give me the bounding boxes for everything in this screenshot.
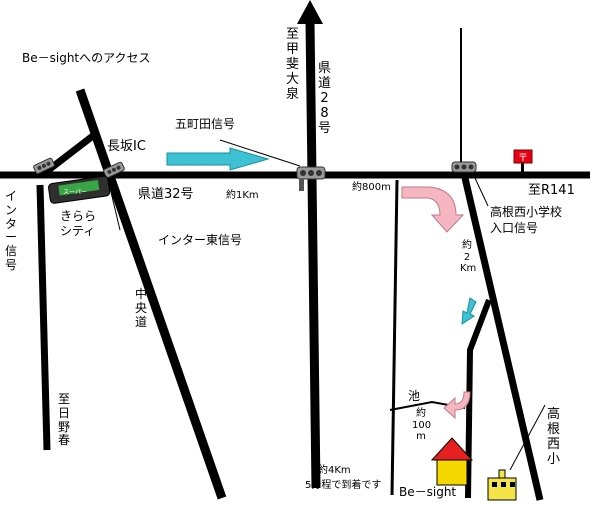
vertical-char: 西	[546, 436, 560, 452]
vertical-char: 央	[134, 300, 147, 315]
vertical-char: 2	[463, 251, 471, 263]
label-chuo-do: 中央道	[134, 287, 148, 329]
vertical-char: 野	[57, 419, 70, 434]
vertical-char: 2	[320, 90, 329, 106]
vertical-char: 8	[320, 105, 329, 121]
road-to-hinoharu	[36, 184, 51, 451]
label-approx-4km-2: 5分程で到着です	[305, 480, 382, 491]
traffic-light-icon	[103, 161, 125, 178]
vertical-char: 至	[57, 392, 70, 406]
vertical-char: 信	[4, 244, 17, 259]
supermarket-sign-icon	[48, 175, 111, 204]
label-to-r141: 至R141	[528, 183, 575, 198]
vertical-char: 中	[134, 287, 147, 301]
label-inter-east-signal: インター東信号	[158, 233, 243, 247]
vertical-char: ン	[4, 202, 17, 217]
roads	[0, 21, 590, 501]
vertical-char: 小	[546, 451, 560, 467]
vertical-char: ー	[4, 230, 17, 245]
label-takane-nishi-sho: 高根西小	[546, 407, 561, 468]
vertical-char: 根	[546, 421, 560, 437]
vertical-char: 号	[317, 120, 331, 136]
label-approx-800m: 約800m	[352, 182, 391, 193]
north-arrowhead	[297, 0, 323, 24]
label-kirara-2: シティ	[60, 224, 96, 238]
vertical-char: 至	[285, 27, 299, 42]
label-gochoda-signal: 五町田信号	[175, 117, 236, 131]
vertical-char: 号	[4, 257, 17, 272]
vertical-char: 100	[412, 419, 432, 431]
post-office-icon	[513, 149, 533, 172]
south-thin-road	[390, 179, 399, 496]
vertical-char: 斐	[285, 56, 299, 72]
label-to-hinoharu: 至日野春	[57, 392, 71, 448]
vertical-char: 泉	[285, 86, 299, 102]
map-title: Be－sightへのアクセス	[22, 51, 151, 65]
vertical-char: タ	[4, 216, 17, 231]
traffic-light-icon	[296, 166, 326, 191]
label-pond: 池	[408, 389, 421, 403]
vertical-char: 約	[462, 240, 472, 251]
vertical-char: 県	[317, 61, 331, 76]
label-besight: Be－sight	[399, 485, 457, 499]
pink-turn-arrow	[401, 186, 465, 233]
school-icon	[487, 469, 517, 501]
traffic-light-icon	[33, 157, 55, 174]
cyan-direction-arrow	[166, 147, 270, 171]
label-nagasaka-ic: 長坂IC	[107, 139, 146, 154]
vertical-char: 約	[416, 408, 426, 419]
label-kirara-1: きらら	[60, 209, 97, 223]
vertical-char: 道	[317, 75, 331, 91]
supermarket-sign-text: スーパー	[63, 189, 87, 196]
takane-road	[461, 177, 544, 501]
branch-road	[465, 298, 492, 499]
vertical-char: 大	[285, 71, 299, 87]
vertical-char: 甲	[285, 41, 299, 57]
vertical-char: 春	[57, 433, 70, 448]
label-takane-signal-1: 高根西小学校	[490, 205, 563, 219]
vertical-char: 日	[57, 405, 70, 420]
leader-lines	[109, 139, 546, 471]
post-office-mark: 〒	[518, 153, 528, 164]
ic-ramp	[39, 129, 101, 178]
besight-house-icon	[430, 437, 474, 486]
label-takane-signal-2: 入口信号	[490, 221, 539, 235]
label-to-kaiohizumi: 至甲斐大泉	[285, 27, 300, 103]
route-28-road	[305, 21, 321, 489]
chuo-expressway	[75, 88, 227, 500]
traffic-light-icon	[451, 161, 477, 173]
pink-small-arrow	[443, 391, 471, 420]
label-approx-1km: 約1Km	[226, 190, 259, 201]
vertical-char: m	[416, 431, 426, 442]
vertical-char: Km	[460, 263, 477, 274]
label-inter-signal: インター信号	[4, 189, 18, 273]
label-approx-4km-1: 約4Km	[318, 465, 351, 476]
signals	[33, 157, 477, 191]
label-route-32: 県道32号	[138, 187, 194, 202]
vertical-char: 高	[546, 407, 560, 422]
vertical-char: イ	[4, 189, 17, 203]
vertical-char: 道	[134, 314, 147, 329]
cyan-down-arrow	[461, 297, 477, 325]
